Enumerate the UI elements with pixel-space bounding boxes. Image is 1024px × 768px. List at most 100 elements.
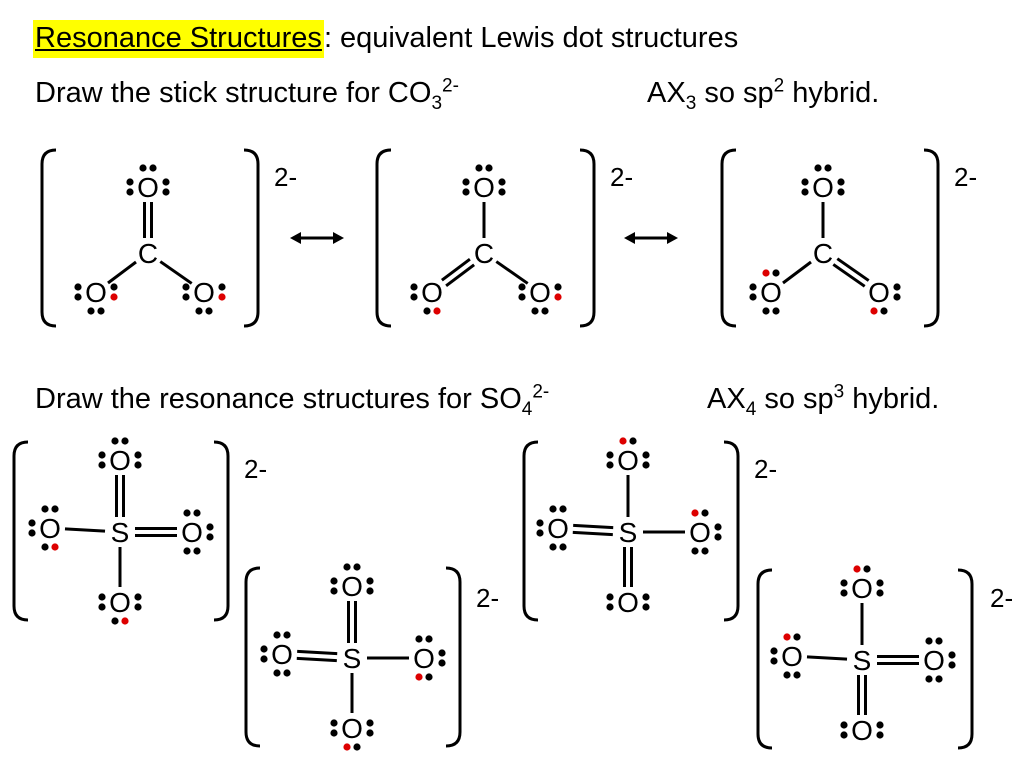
electron-dot — [701, 547, 709, 555]
electron-dot — [283, 669, 291, 677]
c-o-bond — [495, 260, 529, 285]
oxygen-atom: O — [109, 445, 131, 476]
left-bracket — [756, 568, 773, 750]
electron-dot — [195, 307, 203, 315]
electron-dot — [485, 164, 493, 172]
electron-dot — [182, 293, 190, 301]
electron-dot — [28, 529, 36, 537]
sulfur-atom: S — [343, 643, 362, 674]
electron-dot — [87, 307, 95, 315]
extra-electron-dot — [51, 543, 59, 551]
oxygen-atom: O — [760, 277, 782, 308]
electron-dot — [518, 283, 526, 291]
s-o-bond — [296, 656, 337, 663]
sulfate-hybrid-suffix: hybrid. — [844, 383, 940, 415]
electron-dot — [840, 721, 848, 729]
electron-dot — [559, 505, 567, 513]
oxygen-atom: O — [781, 641, 803, 672]
oxygen-atom: O — [851, 573, 873, 604]
s-o-bond — [297, 649, 338, 656]
electron-dot — [606, 603, 614, 611]
oxygen-atom: O — [868, 277, 890, 308]
electron-dot — [183, 547, 191, 555]
electron-dot — [149, 164, 157, 172]
electron-dot — [98, 593, 106, 601]
electron-dot — [549, 505, 557, 513]
electron-dot — [205, 307, 213, 315]
electron-dot — [749, 283, 757, 291]
slide-title: Resonance Structures: equivalent Lewis d… — [33, 20, 739, 58]
c-o-bond — [440, 258, 471, 282]
electron-dot — [183, 509, 191, 517]
electron-dot — [948, 661, 956, 669]
electron-dot — [283, 631, 291, 639]
electron-dot — [28, 519, 36, 527]
resonance-arrow-head — [624, 232, 635, 244]
oxygen-atom: O — [341, 713, 363, 744]
electron-dot — [182, 283, 190, 291]
charge-label: 2- — [954, 162, 977, 192]
electron-dot — [840, 589, 848, 597]
electron-dot — [126, 188, 134, 196]
electron-dot — [549, 543, 557, 551]
electron-dot — [840, 731, 848, 739]
oxygen-atom: O — [413, 643, 435, 674]
s-o-bond — [64, 527, 106, 533]
electron-dot — [876, 579, 884, 587]
charge-label: 2- — [244, 454, 267, 484]
c-o-bond — [445, 263, 476, 287]
electron-dot — [536, 529, 544, 537]
electron-dot — [260, 655, 268, 663]
electron-dot — [134, 461, 142, 469]
electron-dot — [762, 307, 770, 315]
electron-dot — [642, 593, 650, 601]
carbonate-hybrid-sup: 2 — [773, 75, 785, 97]
electron-dot — [330, 729, 338, 737]
electron-dot — [925, 675, 933, 683]
electron-dot — [111, 437, 119, 445]
oxygen-atom: O — [689, 517, 711, 548]
carbonate-prompt-sub: 3 — [431, 92, 443, 114]
s-o-bond — [572, 530, 613, 537]
electron-dot — [801, 188, 809, 196]
electron-dot — [770, 647, 778, 655]
title-rest: : equivalent Lewis dot structures — [323, 22, 739, 54]
oxygen-atom: O — [617, 587, 639, 618]
oxygen-atom: O — [529, 277, 551, 308]
electron-dot — [41, 505, 49, 513]
c-o-bond — [782, 260, 812, 285]
extra-electron-dot — [783, 633, 791, 641]
electron-dot — [330, 587, 338, 595]
right-bracket — [445, 566, 462, 748]
extra-electron-dot — [433, 307, 441, 315]
right-bracket — [213, 440, 230, 622]
carbon-atom: C — [813, 238, 833, 269]
charge-label: 2- — [274, 162, 297, 192]
carbonate-hybrid-prefix: AX — [647, 77, 686, 109]
s-o-bond — [573, 523, 614, 530]
electron-dot — [366, 729, 374, 737]
c-o-bond — [159, 260, 193, 285]
left-bracket — [522, 440, 539, 622]
electron-dot — [330, 719, 338, 727]
sulfur-atom: S — [111, 517, 130, 548]
charge-label: 2- — [610, 162, 633, 192]
electron-dot — [606, 451, 614, 459]
electron-dot — [134, 603, 142, 611]
sulfate-prompt-sup: 2- — [532, 381, 550, 403]
electron-dot — [642, 451, 650, 459]
electron-dot — [97, 307, 105, 315]
electron-dot — [518, 293, 526, 301]
carbonate-prompt-sup: 2- — [442, 75, 459, 97]
resonance-arrow-head — [290, 232, 301, 244]
electron-dot — [783, 671, 791, 679]
electron-dot — [273, 669, 281, 677]
extra-electron-dot — [762, 269, 770, 277]
c-o-bond — [107, 260, 137, 285]
electron-dot — [74, 293, 82, 301]
electron-dot — [814, 164, 822, 172]
